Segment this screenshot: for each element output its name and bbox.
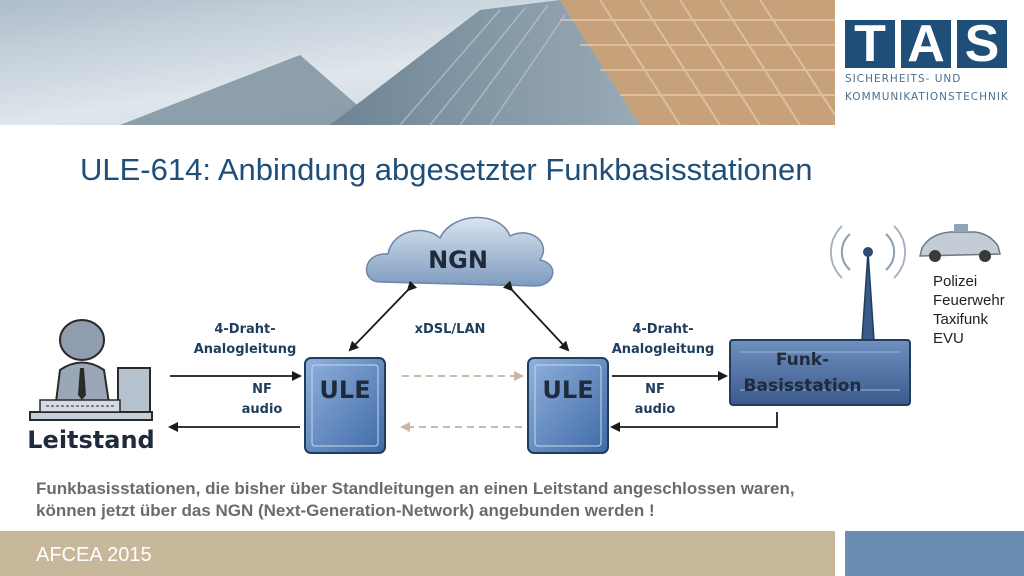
- ule-right-label: ULE: [542, 376, 594, 404]
- footer-bar: [0, 531, 835, 576]
- link-left-label-1: 4-Draht-: [214, 322, 276, 337]
- logo-tagline-1: SICHERHEITS- UND: [845, 73, 962, 85]
- list-item: Feuerwehr: [933, 292, 1005, 309]
- footer-accent: [845, 531, 1024, 576]
- link-right-label-1: 4-Draht-: [632, 322, 694, 337]
- operator-workstation-icon: [29, 319, 153, 421]
- tas-logo: T A S SICHERHEITS- UND KOMMUNIKATIONSTEC…: [845, 18, 1015, 110]
- slide-title: ULE-614: Anbindung abgesetzter Funkbasis…: [80, 152, 813, 187]
- logo-letter: A: [901, 18, 951, 70]
- radio-base-station-icon: [729, 225, 911, 406]
- link-left-label-2: Analogleitung: [193, 342, 297, 357]
- logo-tagline-2: KOMMUNIKATIONSTECHNIK: [845, 91, 1009, 103]
- nf-left-label-1: NF: [252, 382, 272, 397]
- list-item: Polizei: [933, 273, 978, 290]
- network-diagram: NGN Leitstand ULE ULE Funk- Basisstation…: [0, 190, 1024, 470]
- arrow-ngn-ule-right: [502, 280, 570, 352]
- link-right-label-2: Analogleitung: [611, 342, 715, 357]
- police-car-icon: [919, 224, 1001, 262]
- nf-left-label-2: audio: [241, 402, 283, 417]
- description-line-1: Funkbasisstationen, die bisher über Stan…: [36, 479, 795, 498]
- nf-right-label-1: NF: [645, 382, 665, 397]
- building-photo: [0, 0, 835, 125]
- arrow-base-station-to-ule: [610, 412, 778, 432]
- logo-mark: T A S: [845, 18, 1015, 70]
- leitstand-label: Leitstand: [27, 426, 155, 454]
- logo-letter: T: [845, 18, 895, 70]
- description-line-2: können jetzt über das NGN (Next-Generati…: [36, 501, 655, 520]
- ngn-label: NGN: [428, 246, 488, 274]
- ule-device-left: [304, 357, 386, 454]
- list-item: EVU: [933, 330, 964, 347]
- ule-device-right: [527, 357, 609, 454]
- list-item: Taxifunk: [933, 311, 989, 328]
- diagram-graphics: [29, 216, 1001, 454]
- ngn-cloud: [365, 216, 554, 287]
- slide-description: Funkbasisstationen, die bisher über Stan…: [36, 478, 936, 522]
- logo-letter: S: [957, 18, 1007, 70]
- ule-left-label: ULE: [319, 376, 371, 404]
- radio-users-list: Polizei Feuerwehr Taxifunk EVU: [933, 272, 1005, 348]
- base-station-label-2: Basisstation: [743, 376, 862, 396]
- xdsl-lan-label: xDSL/LAN: [414, 322, 486, 337]
- nf-right-label-2: audio: [634, 402, 676, 417]
- base-station-label-1: Funk-: [775, 350, 830, 370]
- arrow-ngn-ule-left: [348, 280, 418, 352]
- header-banner-image: [0, 0, 835, 125]
- footer-event-label: AFCEA 2015: [36, 544, 152, 566]
